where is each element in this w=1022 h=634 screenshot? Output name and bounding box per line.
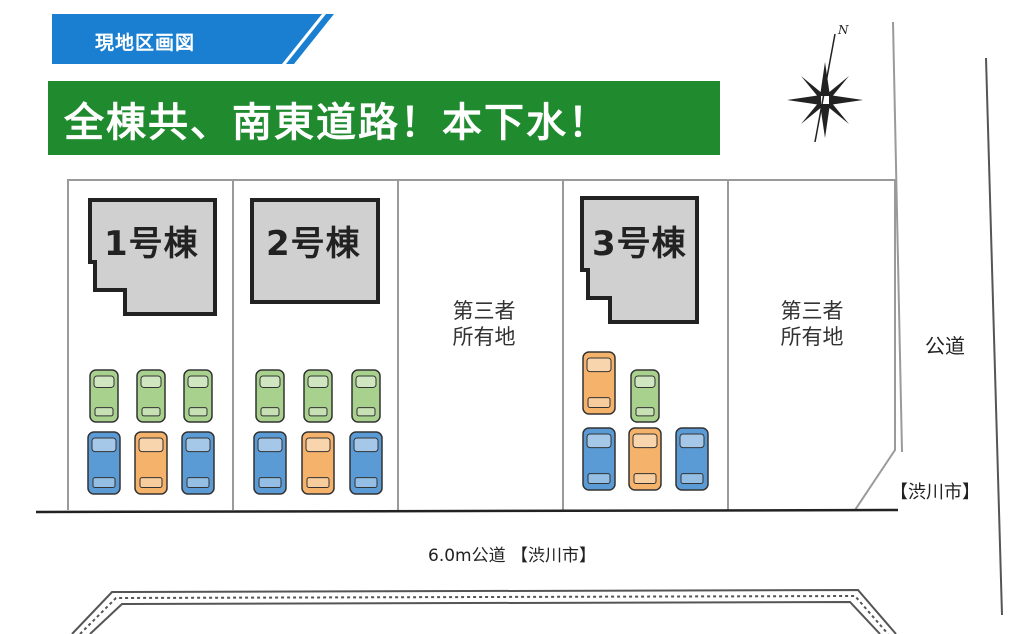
east-road-line xyxy=(985,57,1003,616)
east-road-owner: 【渋川市】 xyxy=(890,482,980,503)
parking-car xyxy=(181,431,215,495)
parking-car xyxy=(134,431,168,495)
parking-car xyxy=(675,427,709,491)
parking-car xyxy=(351,369,381,423)
parking-car xyxy=(136,369,166,423)
building-2 xyxy=(250,198,380,304)
parking-car xyxy=(253,431,287,495)
parking-car xyxy=(582,351,616,415)
parking-car xyxy=(349,431,383,495)
lot-3-label: 3号棟 xyxy=(592,224,687,264)
headline-text: 全棟共、南東道路！本下水！ xyxy=(64,100,610,146)
third-party-land-2: 第三者 所有地 xyxy=(752,298,872,350)
tag-banner xyxy=(52,14,322,64)
south-road-label: 6.0m公道 【渋川市】 xyxy=(428,546,596,566)
compass-north-label: N xyxy=(837,23,849,37)
parking-car xyxy=(255,369,285,423)
parking-car xyxy=(87,431,121,495)
third-party-2-line1: 第三者 xyxy=(780,299,844,323)
parking-car xyxy=(183,369,213,423)
parking-car xyxy=(301,431,335,495)
parking-car xyxy=(89,369,119,423)
parking-car xyxy=(303,369,333,423)
parking-car xyxy=(582,427,616,491)
building-1 xyxy=(88,198,217,316)
third-party-1-line2: 所有地 xyxy=(452,325,516,349)
east-road-label: 公道 xyxy=(925,334,965,358)
road-edge-line xyxy=(35,508,899,514)
parking-car xyxy=(628,427,662,491)
parking-cars xyxy=(87,351,709,495)
third-party-2-line2: 所有地 xyxy=(780,325,844,349)
building-3 xyxy=(580,196,699,324)
bottom-curb xyxy=(71,588,897,634)
headline-banner xyxy=(48,81,720,155)
map-tag-title: 現地区画図 xyxy=(95,32,196,54)
parking-car xyxy=(630,369,660,423)
tag-banner-stripe xyxy=(286,14,334,64)
lot-boundary xyxy=(67,21,903,511)
third-party-land-1: 第三者 所有地 xyxy=(424,298,544,350)
compass-rose-icon xyxy=(787,33,863,143)
lot-1-label: 1号棟 xyxy=(104,224,199,264)
third-party-1-line1: 第三者 xyxy=(452,299,516,323)
lot-2-label: 2号棟 xyxy=(266,224,361,264)
